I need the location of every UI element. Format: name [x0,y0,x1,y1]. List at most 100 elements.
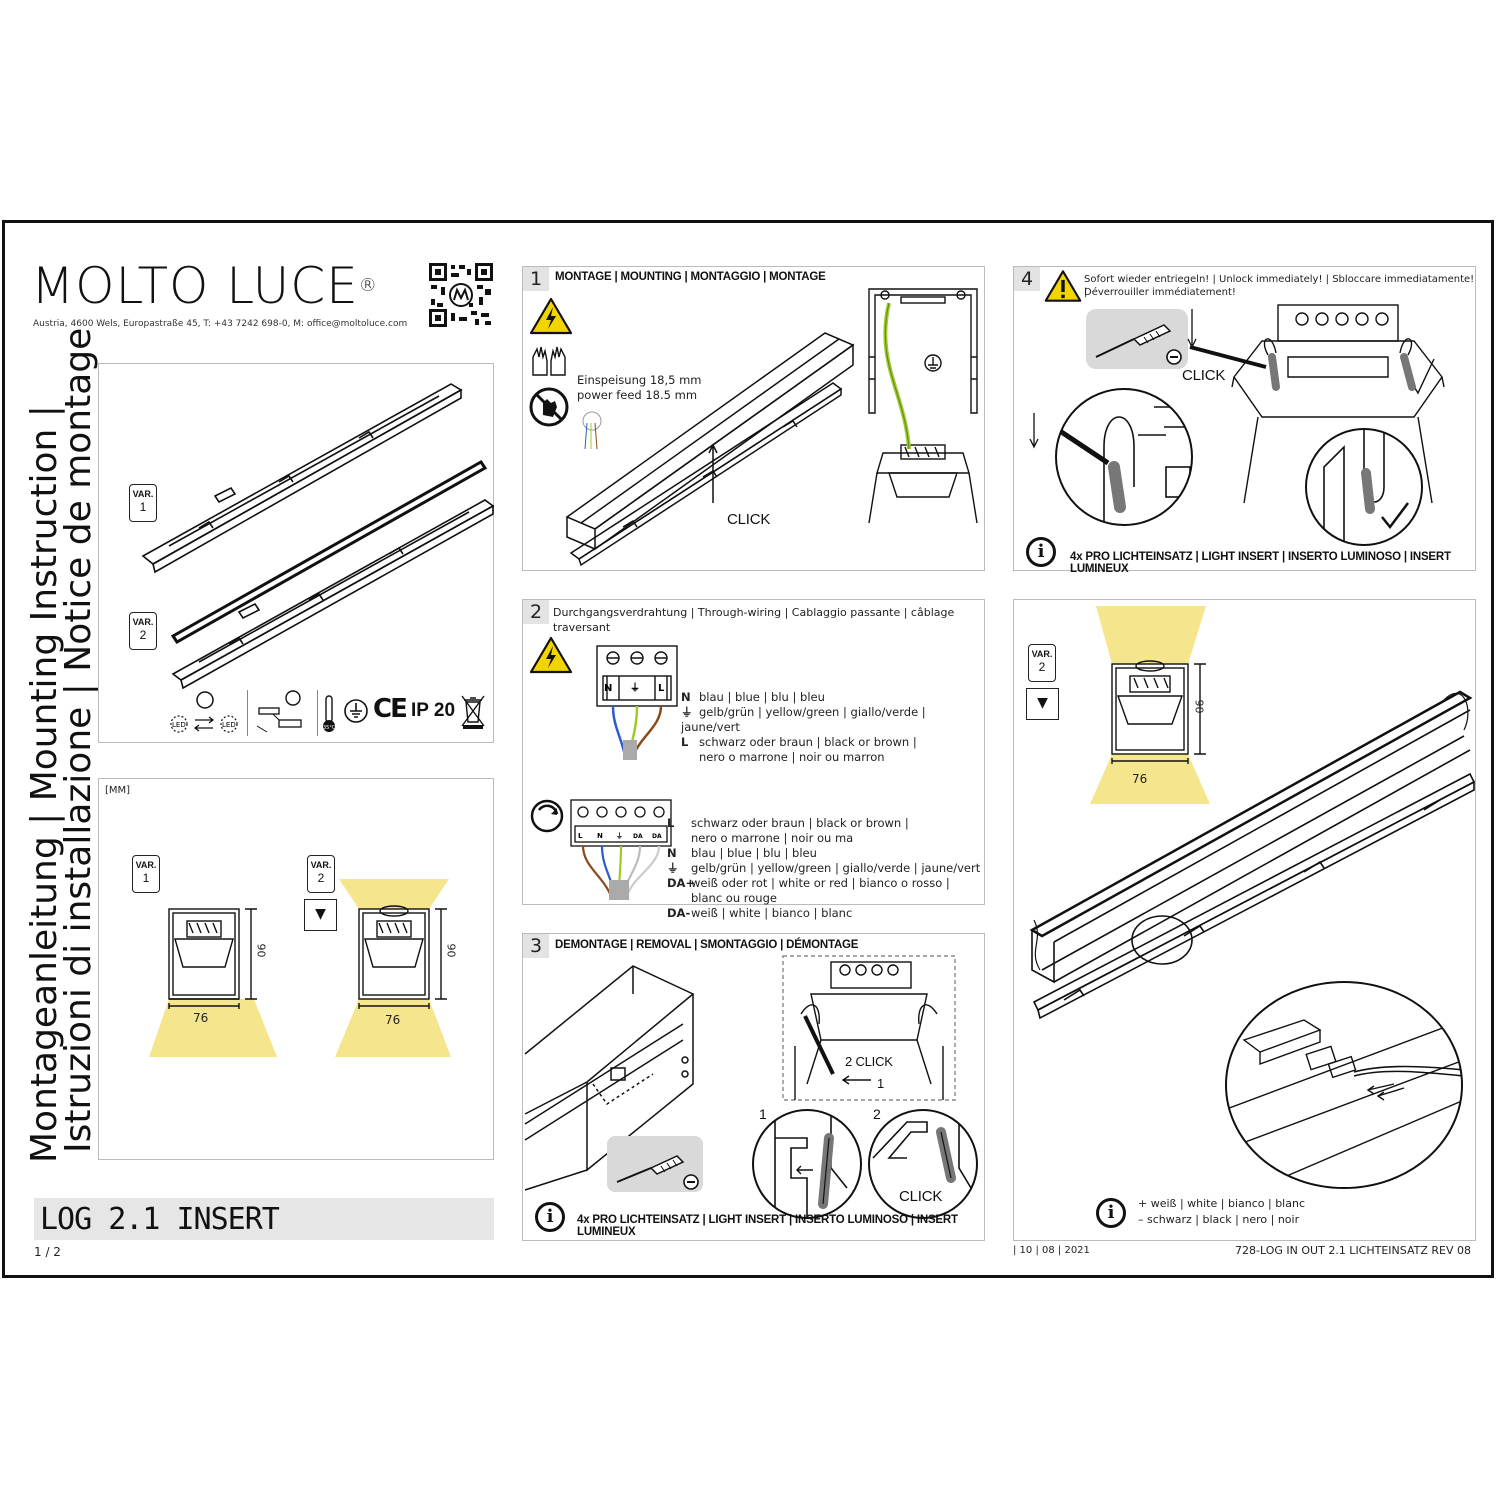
vertical-title-line2: Istruzioni di installazione | Notice de … [58,327,99,1153]
step1-title: MONTAGE | MOUNTING | MONTAGGIO | MONTAGE [555,271,826,283]
step3-title: DEMONTAGE | REMOVAL | SMONTAGGIO | DÉMON… [555,939,859,951]
wire-bundle-icon [582,411,602,450]
step4-info-text: 4x PRO LICHTEINSATZ | LIGHT INSERT | INS… [1070,551,1451,575]
step4-arrow-down-2 [1029,413,1039,449]
terminal-5pole-drawing: L N ⏚ DA DA [570,799,672,900]
logo-text: MOLTO LUCE [31,257,359,315]
step3-detail2-num: 2 [873,1106,881,1122]
downlight-only-icon: ▼ [304,899,337,931]
step3-detail1-num: 1 [759,1106,767,1122]
step1-profile-drawing [565,332,855,567]
registered-mark: ® [358,275,378,296]
var1-width-label: 76 [193,1011,209,1025]
ip-rating: IP 20 [411,700,456,721]
step4-number: 4 [1014,267,1040,291]
legend2-row: DA-weiß | white | bianco | blanc [667,906,853,920]
led-replace-icon: LED LED [170,691,238,733]
overview-panel: VAR.1 VAR.2 LED LED [98,363,495,743]
svg-text:LED: LED [222,721,236,729]
legend1-row: ⏚gelb/grün | yellow/green | giallo/verde… [681,705,926,734]
electric-warning-icon-2 [529,636,573,674]
terminal-3pole-drawing: N ⏚ L [596,645,678,760]
thermometer-icon: 35°C [323,695,336,732]
terminal5-da1: DA [633,833,643,840]
step3-number: 3 [523,934,549,958]
legend2-row: blanc ou rouge [691,891,777,905]
step1-click-label: CLICK [727,511,771,528]
dimmer-icon [530,799,564,833]
step1-section-wiring-drawing [868,288,978,524]
step2-number: 2 [523,600,549,624]
step5-var2-badge: VAR.2 [1028,644,1056,682]
terminal5-ground: ⏚ [616,832,623,840]
step5-width-label: 76 [1132,772,1148,786]
step3-click-label: CLICK [899,1188,943,1205]
weee-bin-icon [461,695,485,729]
page-number: 1 / 2 [34,1245,61,1259]
step5-legend-plus: + weiß | white | bianco | blanc [1138,1197,1305,1210]
step3-detail1-circle [752,1109,862,1219]
terminal-l: L [658,683,665,694]
downlight-only-icon-2: ▼ [1026,688,1059,720]
step4-panel: 4 Sofort wieder entriegeln! | Unlock imm… [1013,266,1476,575]
dim-var2-badge: VAR.2 [307,855,335,893]
var1-height-label: 90 [254,943,268,958]
luminaire-var2-drawing [170,460,495,690]
screwdriver-icon-2 [1095,324,1182,365]
step5-detail-circle [1225,981,1463,1189]
terminal-ground: ⏚ [630,682,640,694]
step5-info-icon: i [1096,1198,1126,1228]
step3-info-icon: i [535,1202,565,1232]
step2-panel: 2 Durchgangsverdrahtung | Through-wiring… [522,599,985,920]
terminal-n: N [604,683,612,694]
dimensions-panel: [MM] VAR.1 VAR.2 ▼ 90 76 [98,778,494,1160]
terminal5-n: N [597,832,603,840]
gloves-icon [532,346,566,376]
dim-var1-badge: VAR.1 [132,855,160,893]
step3-step1-label: 1 [877,1076,885,1091]
step4-warning-line2: Déverrouiller immédiatement! [1084,287,1236,298]
svg-text:LED: LED [172,721,186,729]
step4-click-label: CLICK [1182,367,1226,384]
unit-label: [MM] [105,785,131,796]
legend1-row: nero o marrone | noir ou marron [699,750,885,764]
legend2-row: ⏚gelb/grün | yellow/green | giallo/verde… [667,861,981,875]
general-warning-icon [1044,270,1082,302]
terminal5-da2: DA [652,833,662,840]
step1-number: 1 [523,267,549,291]
step5-section-drawing [1090,606,1210,804]
terminal5-l: L [578,832,583,840]
ce-mark: CE [373,694,408,724]
overview-icon-row: LED LED 35°C CE IP 20 [167,690,487,738]
overview-var1-badge: VAR.1 [129,484,157,522]
step4-arrow-down [1187,309,1197,349]
step3-section-drawing [782,955,956,1101]
brand-address: Austria, 4600 Wels, Europastraße 45, T: … [33,319,408,329]
step5-legend-minus: – schwarz | black | nero | noir [1138,1213,1300,1226]
var2-section-drawing [335,879,451,1057]
step5-luminaire-drawing [1029,690,1476,1020]
step3-profile-drawing [524,965,695,1191]
product-title: LOG 2.1 INSERT [40,1202,280,1237]
power-feed-en: power feed 18.5 mm [577,388,698,402]
step3-detail2-circle [868,1109,978,1219]
instruction-sheet: MOLTO LUCE® Austria, 4600 Wels, Europast… [2,220,1494,1278]
step4-info-icon: i [1026,537,1056,567]
document-date: | 10 | 08 | 2021 [1013,1245,1090,1256]
luminaire-var1-drawing [141,383,463,574]
screwdriver-icon [616,1155,699,1190]
power-feed-de: Einspeisung 18,5 mm [577,373,702,387]
var2-width-label: 76 [385,1013,401,1027]
step4-detail-circle-1 [1055,388,1193,526]
no-touch-icon [529,387,569,427]
step4-screwdriver-line [1189,345,1267,369]
step5-panel: VAR.2 ▼ 90 76 [1013,599,1476,1241]
step4-section-drawing [1231,304,1445,504]
brand-logo: MOLTO LUCE® [31,259,378,313]
var1-section-drawing [149,908,277,1057]
